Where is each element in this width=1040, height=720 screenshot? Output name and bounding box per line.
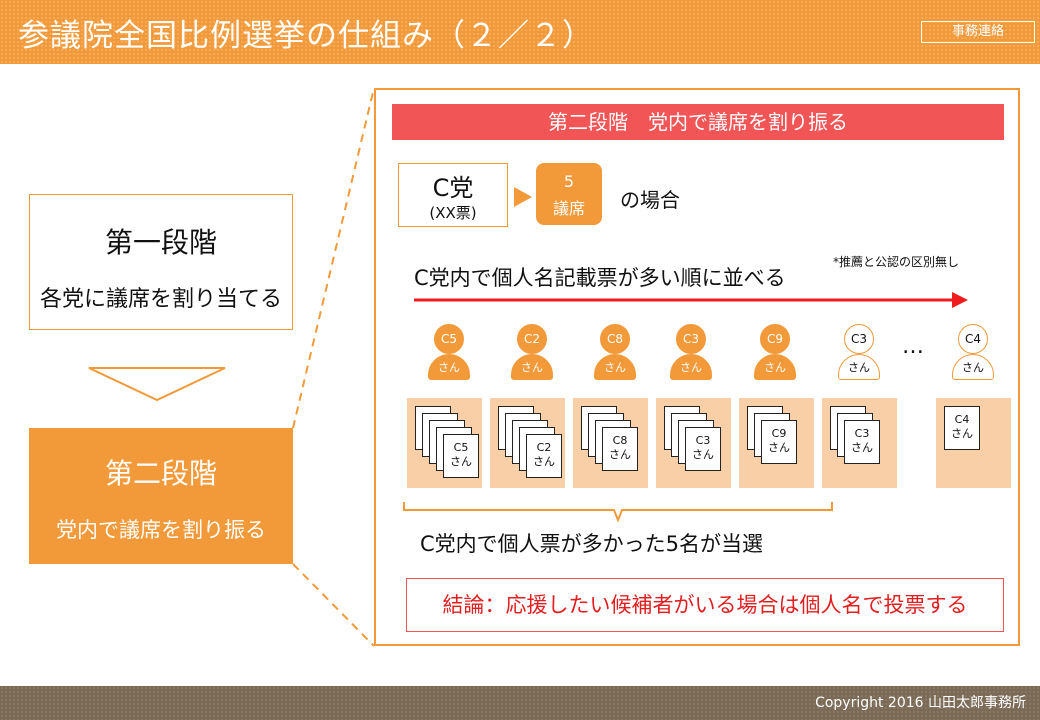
candidate-label: C3 [676, 324, 706, 354]
seat-unit: 議席 [552, 199, 585, 218]
elected-description: C党内で個人票が多かった5名が当選 [420, 532, 764, 556]
step2-title: 第二段階 [104, 457, 217, 490]
party-name: C党 [432, 174, 474, 202]
candidate-san: さん [594, 354, 636, 380]
step1-title: 第一段階 [104, 226, 217, 259]
candidate-san: さん [670, 354, 712, 380]
ballot-san: さん [851, 441, 873, 454]
ballot-label: C4 [954, 413, 970, 426]
footnote: *推薦と公認の区別無し [833, 255, 960, 269]
step1-description: 各党に議席を割り当てる [39, 287, 282, 312]
candidate-label: C2 [517, 324, 547, 354]
candidate-label: C8 [600, 324, 630, 354]
candidate-san: さん [754, 354, 796, 380]
seat-count-box: 5 議席 [536, 163, 602, 225]
right-triangle-icon [514, 187, 532, 207]
case-text: の場合 [620, 188, 680, 212]
sort-description: C党内で個人名記載票が多い順に並べる [414, 266, 786, 290]
copyright-text: Copyright 2016 山田太郎事務所 [815, 695, 1026, 711]
step1-box: 第一段階 各党に議席を割り当てる [29, 194, 293, 330]
seat-number: 5 [563, 172, 575, 191]
ballot-label: C8 [612, 434, 628, 447]
ballot-san: さん [692, 448, 714, 461]
ballot-label: C5 [453, 441, 469, 454]
conclusion-box: 結論：応援したい候補者がいる場合は個人名で投票する [406, 578, 1004, 632]
candidate-san: さん [952, 354, 994, 380]
category-tag: 事務連絡 [921, 21, 1035, 43]
candidate-san: さん [838, 354, 880, 380]
step2-box: 第二段階 党内で議席を割り振る [29, 428, 293, 564]
step2-description: 党内で議席を割り振る [56, 518, 266, 542]
ballot-san: さん [951, 427, 973, 440]
candidate-san: さん [511, 354, 553, 380]
party-votes: (XX票) [429, 204, 477, 222]
ballot-san: さん [768, 441, 790, 454]
ellipsis: … [902, 334, 927, 359]
bracket-icon [403, 502, 833, 523]
candidate-san: さん [428, 354, 470, 380]
right-arrow-icon [414, 292, 968, 308]
ballot-label: C3 [854, 427, 870, 440]
ballot-label: C2 [536, 441, 552, 454]
down-arrow-icon [88, 367, 226, 402]
ballot-san: さん [609, 448, 631, 461]
page-title: 参議院全国比例選挙の仕組み（２／２） [18, 18, 594, 54]
panel-banner: 第二段階 党内で議席を割り振る [392, 104, 1004, 140]
candidate-label: C4 [958, 324, 988, 354]
ballot-label: C3 [695, 434, 711, 447]
party-box: C党 (XX票) [398, 163, 508, 227]
candidate-label: C5 [434, 324, 464, 354]
ballot-san: さん [533, 455, 555, 468]
candidate-label: C9 [760, 324, 790, 354]
header-bar [0, 0, 1040, 64]
candidate-label: C3 [844, 324, 874, 354]
ballot-label: C9 [771, 427, 787, 440]
footer-bar [0, 686, 1040, 720]
ballot-san: さん [450, 455, 472, 468]
